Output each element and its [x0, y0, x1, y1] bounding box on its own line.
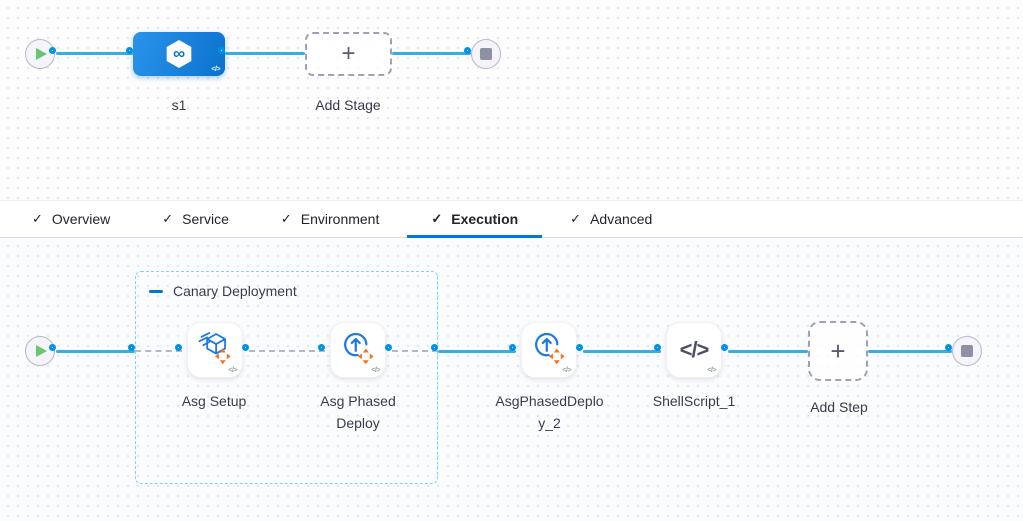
port[interactable] [464, 47, 471, 54]
add-stage-button[interactable]: + [305, 32, 392, 76]
tab-label: Advanced [590, 211, 653, 227]
collapse-group-button[interactable] [149, 289, 163, 293]
port[interactable] [945, 344, 952, 351]
check-icon: ✓ [280, 211, 292, 226]
connector [868, 350, 952, 353]
connector [56, 350, 135, 353]
check-icon: ✓ [162, 211, 174, 226]
port[interactable] [49, 47, 56, 54]
shell-script-icon: </> [679, 337, 710, 362]
port[interactable] [49, 344, 56, 351]
stage-label: s1 [171, 97, 187, 113]
step-asg-setup[interactable]: </> [187, 322, 243, 378]
group-header: Canary Deployment [149, 283, 297, 299]
port[interactable] [721, 344, 728, 351]
harness-cd-stage-icon: ∞ [166, 40, 192, 68]
check-icon: ✓ [32, 211, 43, 226]
port[interactable] [385, 344, 392, 351]
pipeline-start-node[interactable] [25, 39, 55, 69]
add-step-label: Add Step [810, 399, 868, 415]
step-asg-phased-deploy-2[interactable]: </> [521, 322, 577, 378]
port[interactable] [318, 344, 325, 351]
port[interactable] [128, 344, 135, 351]
check-icon: ✓ [431, 211, 443, 226]
connector [225, 52, 305, 55]
step-label: AsgPhasedDeploy_2 [495, 393, 604, 432]
execution-end-node[interactable] [952, 336, 982, 366]
code-badge-icon: </> [707, 367, 716, 374]
tab-label: Execution [451, 211, 519, 227]
tab-label: Service [182, 211, 229, 227]
step-label: Asg Phased Deploy [320, 393, 396, 432]
tab-label: Environment [300, 211, 380, 227]
port[interactable] [242, 344, 249, 351]
step-label: ShellScript_1 [652, 393, 736, 409]
port[interactable] [654, 344, 661, 351]
add-step-button[interactable]: + [808, 321, 868, 381]
step-asg-phased-deploy[interactable]: </> [330, 322, 386, 378]
port[interactable] [175, 344, 182, 351]
plus-icon: + [830, 336, 846, 366]
tab-environment[interactable]: ✓ Environment [257, 201, 404, 237]
step-shellscript-1[interactable]: </> </> [666, 322, 722, 378]
port[interactable] [431, 344, 438, 351]
asg-setup-icon [196, 329, 234, 372]
code-badge-icon: </> [562, 367, 571, 374]
plus-icon: + [341, 40, 356, 67]
step-label: Asg Setup [181, 393, 247, 409]
connector-dashed [249, 350, 325, 352]
connector [728, 350, 808, 353]
connector [438, 350, 516, 353]
stage-config-tabbar: ✓ Overview ✓ Service ✓ Environment ✓ Exe… [0, 200, 1023, 238]
tab-overview[interactable]: ✓ Overview [8, 201, 134, 237]
connector-dashed [135, 350, 182, 352]
stop-icon [480, 48, 492, 60]
play-icon [36, 48, 47, 60]
tab-advanced[interactable]: ✓ Advanced [546, 201, 676, 237]
stage-node-s1[interactable]: ∞ </> [133, 32, 225, 76]
pipeline-end-node[interactable] [471, 39, 501, 69]
stop-icon [961, 345, 973, 357]
connector [392, 52, 471, 55]
execution-start-node[interactable] [25, 336, 55, 366]
infinity-glyph: ∞ [172, 44, 186, 63]
tab-execution[interactable]: ✓ Execution [407, 201, 542, 238]
canary-deployment-group: Canary Deployment [135, 271, 438, 484]
asg-phased-deploy-icon [339, 329, 377, 372]
stage-canvas: ∞ </> s1 + Add Stage [0, 0, 1023, 200]
asg-phased-deploy-icon [530, 329, 568, 372]
code-badge-icon: </> [228, 367, 237, 374]
connector [583, 350, 661, 353]
connector-dashed [392, 350, 438, 352]
execution-canvas: Canary Deployment [0, 238, 1023, 521]
code-badge-icon: </> [371, 367, 380, 374]
code-badge-icon: </> [211, 66, 220, 73]
port[interactable] [126, 47, 133, 54]
tab-label: Overview [51, 211, 111, 227]
play-icon [36, 345, 47, 357]
check-icon: ✓ [570, 211, 582, 226]
port[interactable] [509, 344, 516, 351]
port[interactable] [576, 344, 583, 351]
add-stage-label: Add Stage [315, 97, 381, 113]
connector [56, 52, 133, 55]
port[interactable] [218, 47, 225, 54]
tab-service[interactable]: ✓ Service [138, 201, 253, 237]
group-title: Canary Deployment [173, 283, 297, 299]
